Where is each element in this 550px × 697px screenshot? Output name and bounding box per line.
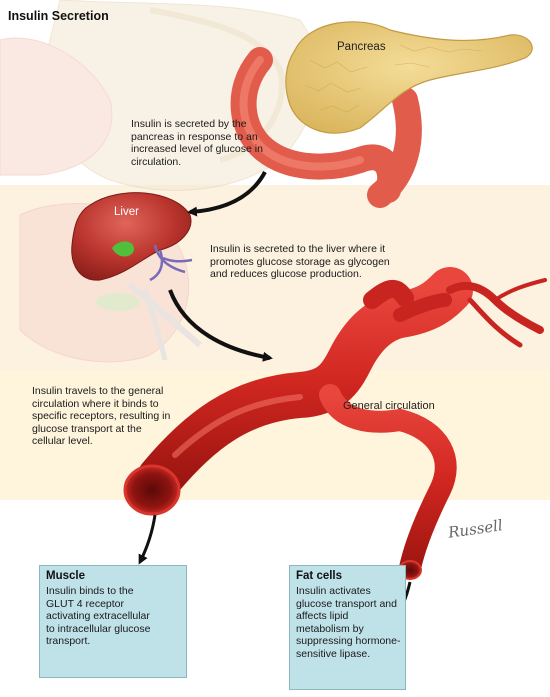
- box-line: to intracellular glucose: [46, 622, 151, 635]
- page-title: Insulin Secretion: [8, 9, 109, 23]
- box-line: activating extracellular: [46, 610, 150, 622]
- caption-line: and reduces glucose production.: [210, 268, 362, 280]
- liver-label: Liver: [114, 206, 139, 218]
- liver-organ: [71, 192, 192, 281]
- arrow-liver-to-circulation: [168, 289, 273, 362]
- fat-cells-box-title: Fat cells: [296, 570, 343, 582]
- arrow-pancreas-to-liver: [187, 171, 267, 217]
- arrow-to-muscle: [138, 514, 157, 565]
- pancreas-caption: Insulin is secreted by the pancreas in r…: [131, 118, 263, 168]
- box-line: transport.: [46, 635, 91, 647]
- caption-line: Insulin travels to the general: [32, 385, 164, 397]
- box-line: Insulin activates: [296, 585, 371, 597]
- box-line: Insulin binds to the: [46, 585, 134, 597]
- general-circulation-label: General circulation: [343, 400, 435, 412]
- caption-line: pancreas in response to an: [131, 130, 258, 143]
- box-line: affects lipid: [296, 610, 349, 622]
- caption-line: cellular level.: [32, 435, 93, 447]
- caption-line: circulation where it binds to: [32, 397, 159, 410]
- liver-caption: Insulin is secreted to the liver where i…: [210, 243, 390, 281]
- muscle-box-body: Insulin binds to the GLUT 4 receptor act…: [46, 585, 150, 648]
- pancreas-label: Pancreas: [337, 41, 386, 53]
- box-line: suppressing hormone-: [296, 635, 401, 647]
- caption-line: Insulin is secreted by the: [131, 118, 247, 130]
- muscle-box: Muscle Insulin binds to the GLUT 4 recep…: [39, 565, 187, 678]
- vessel-lumen-muscle: [123, 464, 181, 516]
- gallbladder: [112, 241, 135, 257]
- caption-line: circulation.: [131, 155, 182, 168]
- blood-vessel: [123, 267, 547, 580]
- muscle-box-title: Muscle: [46, 570, 85, 582]
- fat-cells-box: Fat cells Insulin activates glucose tran…: [289, 565, 406, 690]
- box-line: metabolism by: [296, 622, 364, 635]
- caption-line: increased level of glucose in: [131, 143, 263, 155]
- circulation-caption: Insulin travels to the general circulati…: [32, 385, 170, 448]
- box-line: glucose transport and: [296, 597, 397, 610]
- caption-line: glucose transport at the: [32, 422, 142, 435]
- caption-line: Insulin is secreted to the liver where i…: [210, 243, 386, 255]
- caption-line: promotes glucose storage as glycogen: [210, 255, 390, 268]
- box-line: GLUT 4 receptor: [46, 597, 125, 610]
- fat-cells-box-body: Insulin activates glucose transport and …: [296, 585, 400, 660]
- box-line: sensitive lipase.: [296, 647, 371, 660]
- caption-line: specific receptors, resulting in: [32, 410, 171, 422]
